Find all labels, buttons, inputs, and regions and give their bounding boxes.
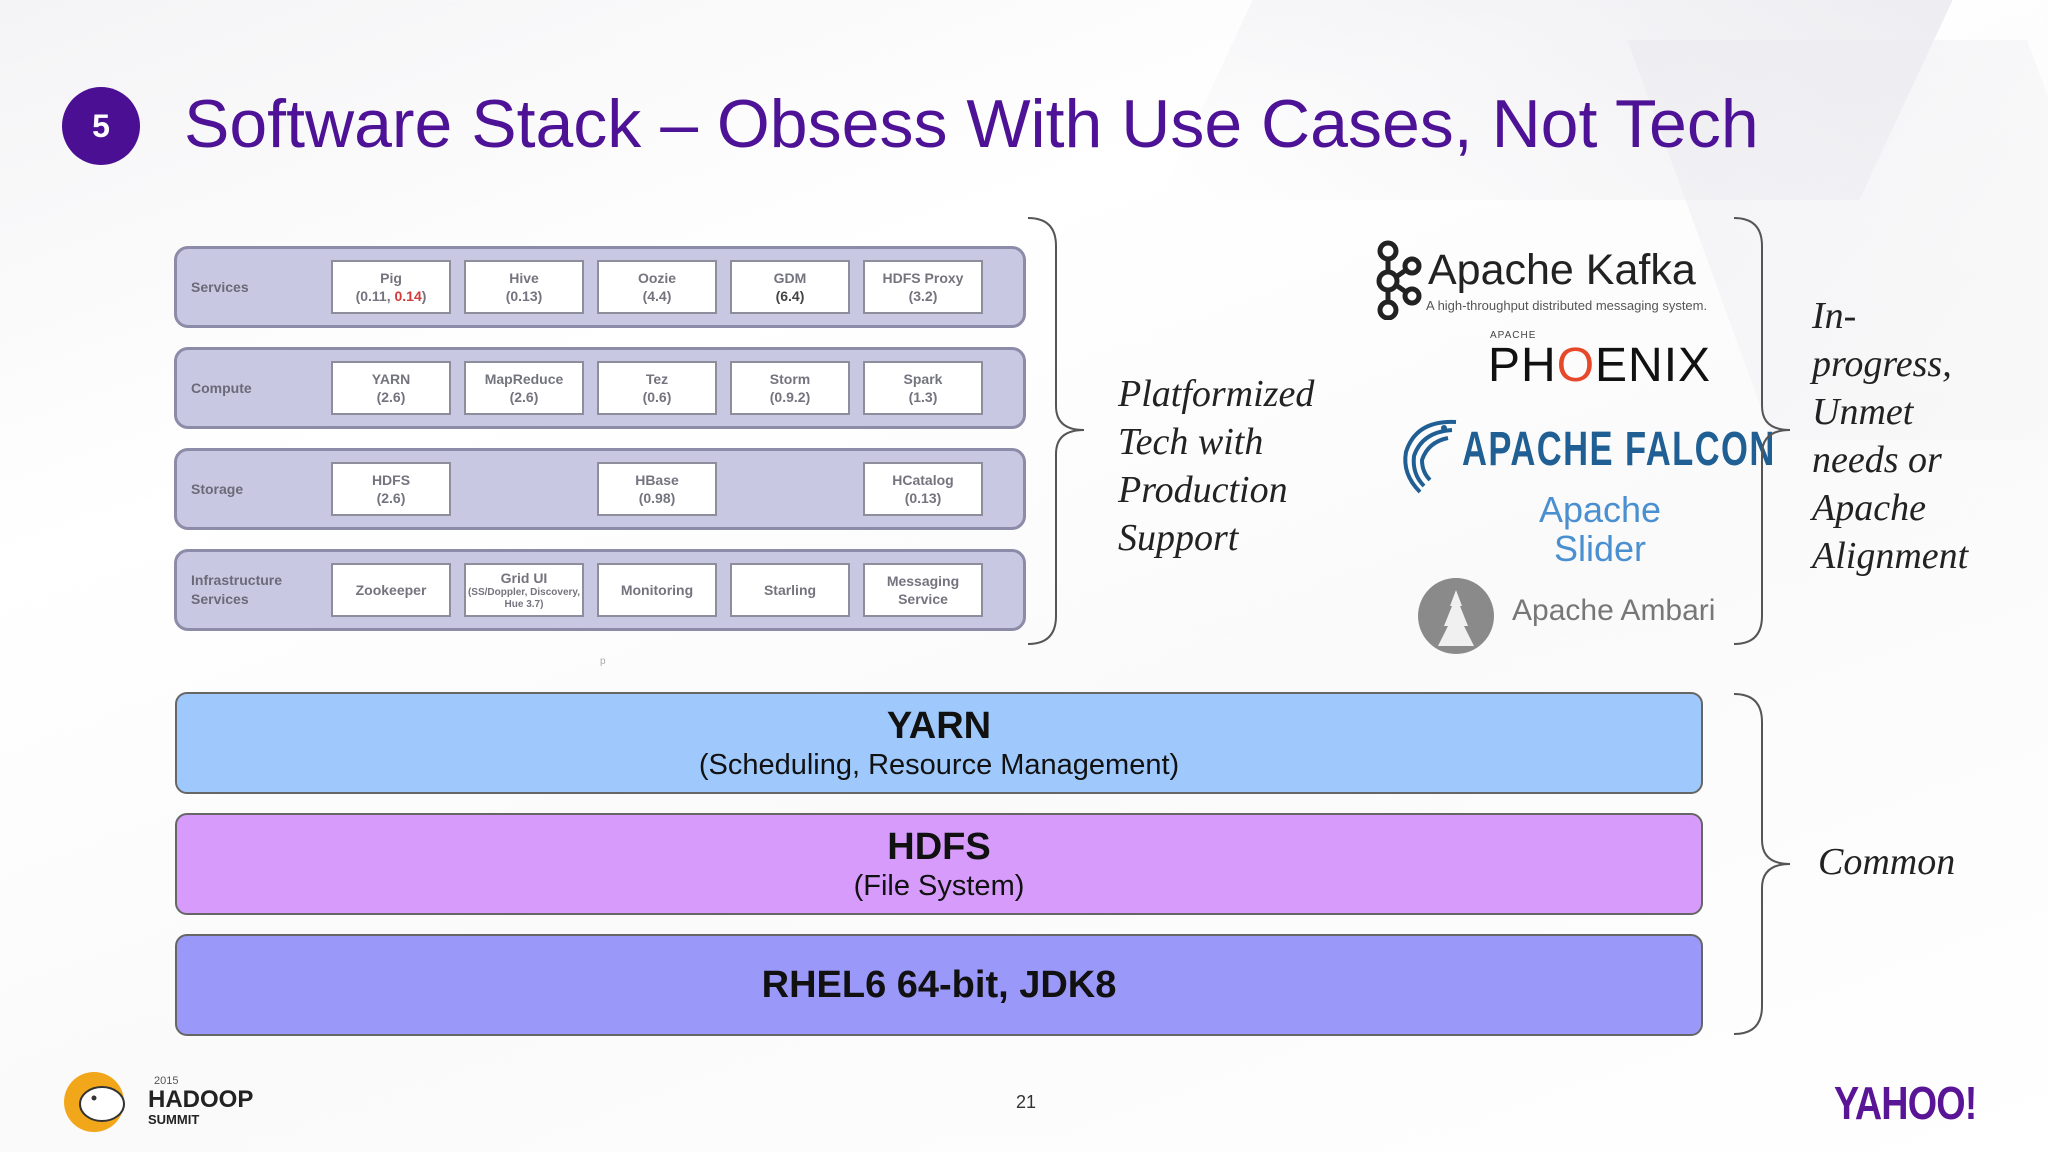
layer-subtitle: (Scheduling, Resource Management) (698, 749, 1180, 781)
row-label: Compute (191, 379, 252, 396)
cell-name: Pig (380, 270, 402, 286)
layer-yarn: YARN (Scheduling, Resource Management) (175, 692, 1703, 794)
stack-cell-starling: Starling (730, 563, 850, 617)
stack-cell-monitoring: Monitoring (597, 563, 717, 617)
cell-name: Monitoring (620, 582, 694, 598)
cell-name: Storm (769, 371, 811, 387)
stack-cell-grid-ui: Grid UI (SS/Doppler, Discovery, Hue 3.7) (464, 563, 584, 617)
cell-version: (2.6) (509, 389, 539, 405)
stack-cell-mapreduce: MapReduce (2.6) (464, 361, 584, 415)
ambari-logo-text: Apache Ambari (1512, 594, 1716, 627)
stack-cell-spark: Spark (1.3) (863, 361, 983, 415)
kafka-logo-icon (1376, 240, 1422, 320)
cell-version: (0.98) (638, 490, 676, 506)
brace-platformized (1027, 217, 1085, 645)
layer-os: RHEL6 64-bit, JDK8 (175, 934, 1703, 1036)
cell-name: YARN (371, 371, 411, 387)
hadoop-summit-name: HADOOP (148, 1086, 253, 1113)
phoenix-logo-prefix: APACHE (1490, 330, 1537, 341)
cell-name: HCatalog (892, 472, 954, 488)
phoenix-logo: PHOENIX (1488, 339, 1712, 392)
cell-detail: (SS/Doppler, Discovery, Hue 3.7) (467, 587, 581, 610)
slider-logo-text: Apache Slider (1538, 489, 1662, 569)
row-label: Services (191, 278, 249, 295)
cell-name: Grid UI (500, 570, 548, 586)
layer-title: HDFS (887, 826, 991, 868)
cell-version: (1.3) (908, 389, 938, 405)
cell-name: Oozie (637, 270, 677, 286)
in-progress-annotation: In- progress, Unmet needs or Apache Alig… (1812, 295, 1969, 577)
stack-cell-messaging-service: Messaging Service (863, 563, 983, 617)
slide-number-badge: 5 (62, 87, 140, 165)
hadoop-summit-logo: 2015 HADOOP SUMMIT (64, 1072, 253, 1132)
stack-cell-yarn: YARN (2.6) (331, 361, 451, 415)
tiny-mark: p (600, 656, 606, 667)
cell-version: (0.6) (642, 389, 672, 405)
cell-name: HDFS (371, 472, 411, 488)
stack-cell-zookeeper: Zookeeper (331, 563, 451, 617)
slide-title: Software Stack – Obsess With Use Cases, … (184, 86, 1759, 162)
platformized-annotation: Platformized Tech with Production Suppor… (1118, 373, 1315, 559)
layer-hdfs: HDFS (File System) (175, 813, 1703, 915)
stack-cell-hdfs: HDFS (2.6) (331, 462, 451, 516)
cell-version: (2.6) (376, 389, 406, 405)
stack-cell-hdfs-proxy: HDFS Proxy (3.2) (863, 260, 983, 314)
cell-version: (0.13) (505, 288, 543, 304)
stack-cell-storm: Storm (0.9.2) (730, 361, 850, 415)
cell-version: (6.4) (775, 288, 805, 304)
stack-cell-gdm: GDM (6.4) (730, 260, 850, 314)
stack-cell-pig: Pig (0.11, 0.14) (331, 260, 451, 314)
page-number: 21 (1016, 1092, 1037, 1112)
stack-cell-hcatalog: HCatalog (0.13) (863, 462, 983, 516)
cell-name: HBase (635, 472, 679, 488)
stack-row-storage: Storage HDFS (2.6) HBase (0.98) HCatalog… (174, 448, 1026, 530)
stack-cell-tez: Tez (0.6) (597, 361, 717, 415)
cell-name: MapReduce (484, 371, 564, 387)
row-label: Infrastructure Services (191, 572, 283, 607)
brace-common (1733, 693, 1791, 1035)
common-annotation: Common (1818, 841, 1956, 883)
cell-version: (0.13) (904, 490, 942, 506)
row-label: Storage (191, 480, 244, 497)
stack-row-services: Services Pig (0.11, 0.14) Hive (0.13) Oo… (174, 246, 1026, 328)
cell-name: Messaging Service (886, 573, 960, 607)
cell-name: GDM (773, 270, 807, 286)
stack-row-compute: Compute YARN (2.6) MapReduce (2.6) Tez (… (174, 347, 1026, 429)
cell-version: (2.6) (376, 490, 406, 506)
ambari-logo-icon (1418, 578, 1494, 654)
layer-title: YARN (886, 705, 992, 747)
cell-version: (3.2) (908, 288, 938, 304)
cell-name: Zookeeper (355, 582, 427, 598)
layer-title: RHEL6 64-bit, JDK8 (761, 964, 1117, 1006)
stack-cell-hive: Hive (0.13) (464, 260, 584, 314)
cell-version: (0.9.2) (769, 389, 811, 405)
cell-name: Tez (645, 371, 669, 387)
cell-version: (4.4) (642, 288, 672, 304)
stack-row-infrastructure: Infrastructure Services Zookeeper Grid U… (174, 549, 1026, 631)
brace-in-progress (1733, 217, 1791, 645)
cell-name: Starling (763, 582, 817, 598)
falcon-logo-icon (1403, 419, 1457, 494)
layer-subtitle: (File System) (853, 870, 1025, 902)
highlight-version: 0.14 (394, 288, 422, 304)
kafka-logo-text: Apache Kafka (1428, 246, 1696, 294)
kafka-tagline: A high-throughput distributed messaging … (1426, 298, 1708, 313)
hadoop-summit-sub: SUMMIT (148, 1112, 199, 1127)
falcon-logo-text: APACHE FALCON (1462, 423, 1776, 476)
cell-name: Spark (903, 371, 943, 387)
yahoo-logo: YAHOO! (1834, 1077, 1977, 1129)
cell-version: (0.11, 0.14) (355, 288, 427, 304)
cell-name: Hive (509, 270, 539, 286)
stack-cell-hbase: HBase (0.98) (597, 462, 717, 516)
stack-cell-oozie: Oozie (4.4) (597, 260, 717, 314)
cell-name: HDFS Proxy (882, 270, 964, 286)
hadoop-summit-year: 2015 (154, 1075, 178, 1087)
